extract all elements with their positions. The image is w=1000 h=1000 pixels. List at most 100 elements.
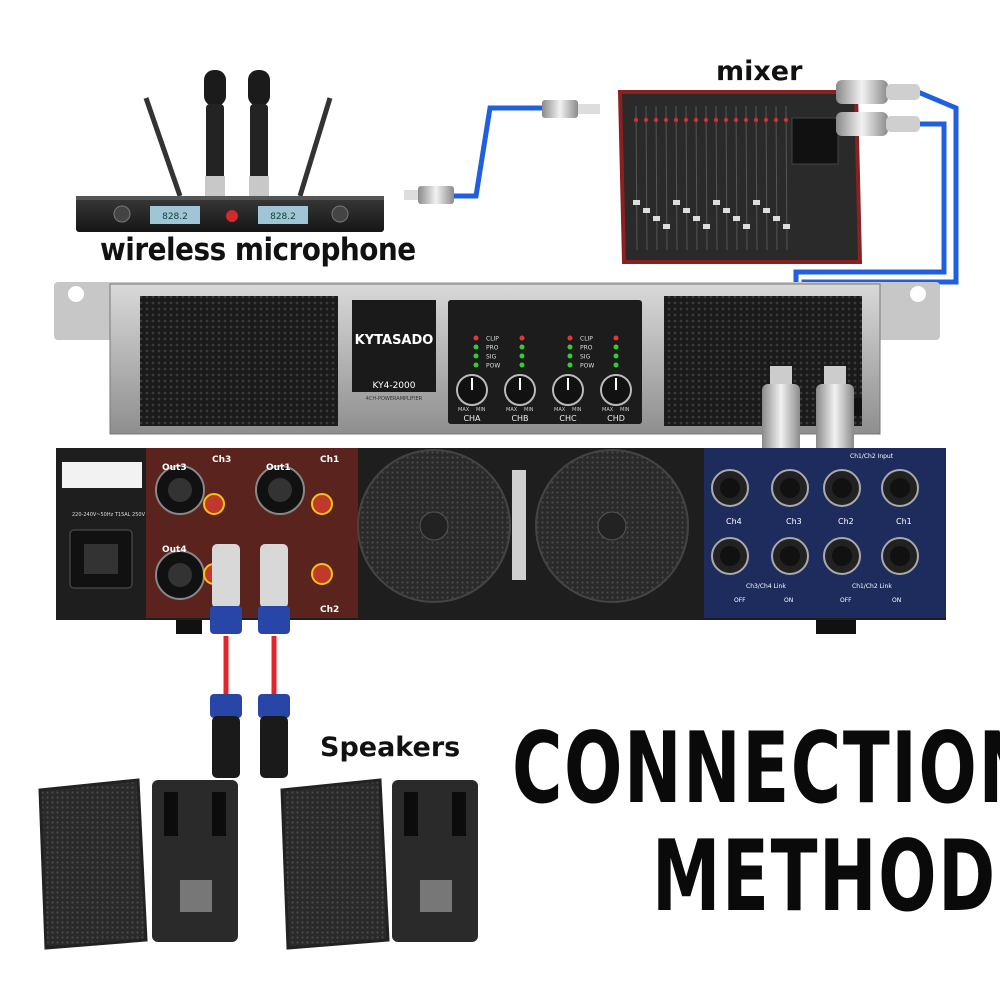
display-a-value: 828.2 xyxy=(162,212,188,222)
knob-max-label: MAX xyxy=(554,407,566,413)
input-label: Ch1/Ch2 Input xyxy=(850,453,894,460)
mixer-knob xyxy=(773,117,779,123)
volume-knob-right xyxy=(331,205,349,223)
xlr-channel-label: Ch4 xyxy=(726,517,742,526)
mixer-knob xyxy=(653,117,659,123)
speakon-label: Ch3 xyxy=(212,455,231,465)
link-label: Ch3/Ch4 Link xyxy=(746,583,786,590)
brand-name: KYTASADO xyxy=(355,333,434,348)
mixer-knob xyxy=(673,117,679,123)
mixer-fader xyxy=(693,216,700,221)
mixer-fader xyxy=(703,224,710,229)
speakers-label: Speakers xyxy=(320,732,461,763)
indicator-led xyxy=(519,335,525,341)
knob-min-label: MIN xyxy=(572,407,582,413)
indicator-led xyxy=(473,353,479,359)
mixer-channel-strip xyxy=(755,105,758,251)
mixer-fader xyxy=(783,224,790,229)
antenna-left xyxy=(143,97,183,197)
knob-max-label: MAX xyxy=(506,407,518,413)
mixer-channel-strip xyxy=(645,105,648,251)
mixer-screen xyxy=(791,117,839,165)
mixer-channel-strip xyxy=(725,105,728,251)
mixer-fader xyxy=(753,200,760,205)
mixer-knob xyxy=(693,117,699,123)
xlr-plug-mixer-top xyxy=(836,80,920,104)
warning-label xyxy=(62,462,142,488)
knob-min-label: MIN xyxy=(524,407,534,413)
binding-post xyxy=(311,493,333,515)
knob-min-label: MIN xyxy=(476,407,486,413)
title-line-2: METHOD xyxy=(652,820,997,934)
channel-label: CHD xyxy=(607,414,625,423)
front-vent-left xyxy=(140,296,338,426)
xlr-channel-label: Ch2 xyxy=(838,517,854,526)
mixer-channel-strip xyxy=(675,105,678,251)
binding-post xyxy=(203,493,225,515)
indicator-led xyxy=(473,344,479,350)
indicator-led xyxy=(567,362,573,368)
mixer-fader xyxy=(673,200,680,205)
mixer-knob xyxy=(753,117,759,123)
mixer-channel-strip xyxy=(735,105,738,251)
indicator-label: POW xyxy=(486,363,500,370)
knob-max-label: MAX xyxy=(602,407,614,413)
wireless-microphone-receiver: 828.2 828.2 xyxy=(76,70,384,232)
speakon-label: Ch2 xyxy=(320,605,339,615)
xlr-plug-mixer-bottom xyxy=(836,112,920,136)
binding-post xyxy=(311,563,333,585)
mixer-fader xyxy=(773,216,780,221)
mixer-channel-strip xyxy=(695,105,698,251)
speakon-plug-right xyxy=(258,544,290,778)
mixer-channel-strip xyxy=(775,105,778,251)
mixer-fader xyxy=(733,216,740,221)
xlr-channel-label: Ch3 xyxy=(786,517,802,526)
mixer-fader xyxy=(743,224,750,229)
speaker-pair-left xyxy=(38,778,238,950)
display-b-value: 828.2 xyxy=(270,212,296,222)
mixer-knob xyxy=(783,117,789,123)
indicator-led xyxy=(519,362,525,368)
amplifier-front-panel: KYTASADO KY4-2000 4CH-POWERAMPLIFIER CLI… xyxy=(54,282,940,435)
indicator-led xyxy=(567,344,573,350)
antenna-right xyxy=(297,97,333,197)
mixer-knob xyxy=(763,117,769,123)
speakon-label: Out4 xyxy=(162,545,187,555)
indicator-led xyxy=(613,353,619,359)
speakon-label: Out3 xyxy=(162,463,187,473)
speaker-front-left xyxy=(38,778,148,950)
mixer-knob xyxy=(733,117,739,123)
receiver-display-b xyxy=(258,206,308,224)
channel-label: CHB xyxy=(511,414,528,423)
power-button-icon xyxy=(226,210,238,222)
switch-label: ON xyxy=(784,597,793,604)
indicator-label: CLIP xyxy=(580,336,593,343)
model-subtitle: 4CH-POWERAMPLIFIER xyxy=(366,396,423,402)
mixer-fader xyxy=(723,208,730,213)
power-spec-label: 220-240V~50Hz T15AL 250V xyxy=(72,512,146,518)
brand-plate xyxy=(352,300,436,392)
mixer-channel-strip xyxy=(655,105,658,251)
channel-label: CHA xyxy=(463,414,481,423)
indicator-label: PRO xyxy=(580,345,593,352)
mixer-channel-strip xyxy=(685,105,688,251)
mixer-knob xyxy=(633,117,639,123)
switch-label: OFF xyxy=(840,597,852,604)
mixer-knob xyxy=(683,117,689,123)
mixer-knob xyxy=(663,117,669,123)
quarter-inch-plug-mixer xyxy=(542,100,600,118)
indicator-led xyxy=(613,344,619,350)
quarter-inch-plug-receiver xyxy=(404,186,454,204)
wireless-microphone-label: wireless microphone xyxy=(100,232,416,268)
indicator-led xyxy=(519,353,525,359)
speaker-back-left xyxy=(152,780,238,942)
knob-min-label: MIN xyxy=(620,407,630,413)
mixer-fader xyxy=(653,216,660,221)
indicator-label: SIG xyxy=(486,354,497,361)
cooling-fan-left xyxy=(357,449,511,603)
indicator-led xyxy=(567,335,573,341)
speakon-label: Out1 xyxy=(266,463,291,473)
mixer-knob xyxy=(703,117,709,123)
indicator-led xyxy=(567,353,573,359)
